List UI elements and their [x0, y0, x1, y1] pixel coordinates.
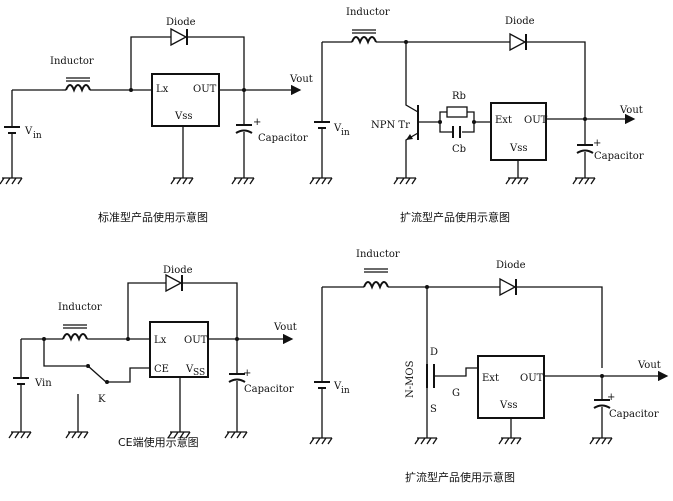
switch-k [43, 339, 150, 439]
diode-label: Diode [505, 16, 535, 27]
switch-label: K [98, 394, 106, 405]
vout-label: Vout [637, 360, 661, 371]
pin-lx: Lx [154, 335, 167, 346]
cap-plus: + [607, 392, 615, 403]
inductor-label: Inductor [58, 302, 102, 313]
cap-plus: + [253, 117, 261, 128]
pin-out: OUT [193, 84, 217, 95]
capacitor-label: Capacitor [258, 133, 308, 144]
pin-lx: Lx [156, 84, 169, 95]
pin-out: OUT [524, 115, 548, 126]
mos-d-label: D [430, 347, 438, 358]
caption-ce: CE端使用示意图 [118, 435, 199, 449]
pin-out: OUT [184, 335, 208, 346]
nmos-transistor [414, 287, 480, 445]
capacitor-label: Capacitor [244, 384, 294, 395]
vin-label: V [333, 381, 342, 392]
inductor [351, 29, 377, 45]
panel-ce: Vin Inductor Diode K Lx [8, 265, 297, 449]
pin-ext: Ext [482, 373, 499, 384]
pin-vss: V [185, 364, 194, 375]
diode [170, 27, 188, 47]
vin-label: V [24, 126, 33, 137]
vout-label: Vout [273, 322, 297, 333]
inductor-label: Inductor [356, 249, 400, 260]
vout-label: Vout [289, 74, 313, 85]
pin-vss: Vss [174, 111, 193, 122]
diode [509, 32, 527, 52]
caption-standard: 标准型产品使用示意图 [98, 210, 208, 224]
capacitor [224, 339, 248, 439]
vout-label: Vout [619, 105, 643, 116]
vin-source [309, 42, 333, 185]
vin-label: Vin [34, 378, 52, 389]
vin-source [0, 90, 23, 185]
inductor [62, 324, 88, 342]
vin-subscript: in [341, 386, 350, 396]
ic-chip [490, 102, 547, 161]
pin-out: OUT [520, 373, 544, 384]
caption-expanded-npn: 扩流型产品使用示意图 [400, 210, 510, 224]
capacitor-label: Capacitor [594, 151, 644, 162]
inductor-label: Inductor [50, 56, 94, 67]
transistor-label: NPN Tr [371, 120, 410, 131]
capacitor [589, 376, 613, 445]
vin-subscript: in [341, 128, 350, 138]
diode-label: Diode [166, 17, 196, 28]
cb-label: Cb [452, 144, 466, 155]
panel-standard: V in Inductor Diode Lx OUT Vss Vout [0, 17, 313, 224]
inductor [363, 268, 389, 290]
pin-vss: Vss [509, 143, 528, 154]
diode-label: Diode [163, 265, 193, 276]
pin-vss: Vss [499, 400, 518, 411]
vin-source [8, 339, 32, 439]
ic-chip [477, 355, 545, 419]
mos-s-label: S [430, 404, 437, 415]
capacitor-label: Capacitor [609, 409, 659, 420]
diode [165, 273, 183, 293]
diode [499, 277, 517, 297]
pin-vss-subscript: SS [193, 368, 205, 378]
cap-plus: + [243, 368, 251, 379]
pin-ext: Ext [495, 115, 512, 126]
cap-plus: + [593, 138, 601, 149]
diode-label: Diode [496, 260, 526, 271]
panel-expanded-npn: V in Inductor Diode NPN Tr [309, 7, 644, 224]
vin-subscript: in [33, 131, 42, 141]
mos-label: N-MOS [405, 360, 416, 398]
vin-source [309, 287, 333, 445]
capacitor [231, 90, 255, 185]
caption-expanded-mos: 扩流型产品使用示意图 [405, 470, 515, 484]
capacitor [572, 119, 596, 185]
ic-chip [151, 73, 220, 127]
inductor-label: Inductor [346, 7, 390, 18]
rb-label: Rb [452, 91, 466, 102]
npn-transistor [393, 42, 419, 185]
pin-ce: CE [154, 364, 169, 375]
panel-expanded-mos: V in Inductor Diode D G S N-MOS [309, 249, 669, 484]
mos-g-label: G [452, 388, 460, 399]
ic-chip [149, 321, 209, 378]
vin-label: V [333, 123, 342, 134]
inductor [62, 77, 152, 93]
resistor-rb [446, 106, 468, 118]
